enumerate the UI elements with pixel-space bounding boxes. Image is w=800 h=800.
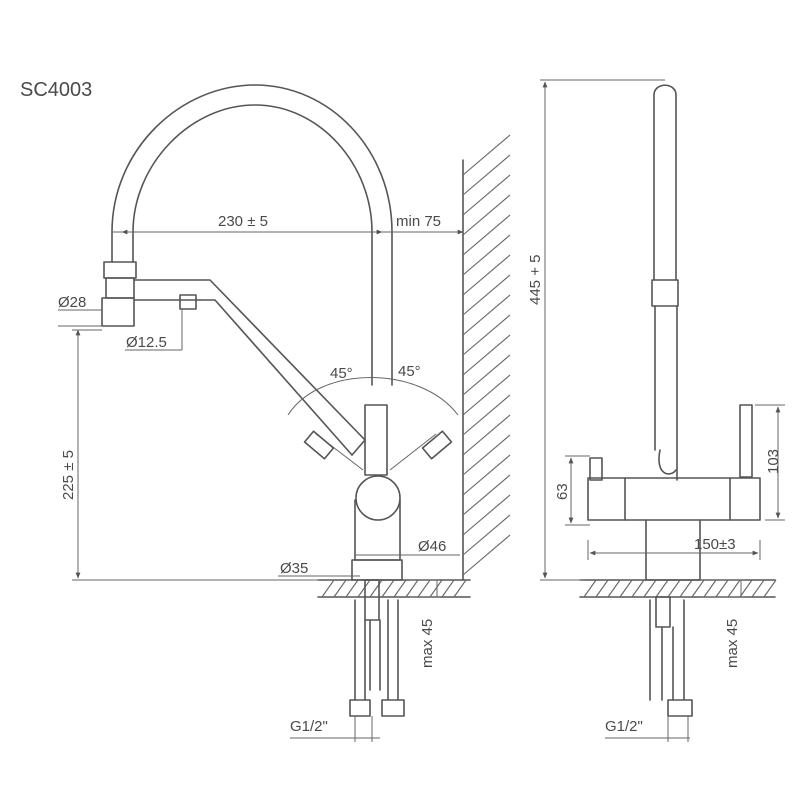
hatch-line	[462, 494, 511, 536]
dim-connection-side: G1/2"	[290, 716, 380, 742]
connection-side-label: G1/2"	[290, 718, 328, 735]
supply-hoses	[349, 579, 405, 717]
hatch-line	[655, 579, 669, 598]
hatch-line	[763, 579, 777, 598]
left-handle	[589, 457, 603, 481]
dim-connection-front: G1/2"	[605, 716, 690, 742]
dim-base-diameter: Ø35	[278, 560, 360, 577]
dim-outlet-diameter: Ø28	[58, 294, 102, 327]
connection-front-label: G1/2"	[605, 718, 643, 735]
total-height-label: 445 + 5	[527, 255, 544, 305]
hatch-line	[462, 234, 511, 276]
swivel-right-label: 45°	[398, 363, 421, 380]
outlet-diameter-label: Ø28	[58, 294, 86, 311]
hatch-line	[631, 579, 645, 598]
body-width-label: 150±3	[694, 536, 736, 553]
hatch-line	[462, 354, 511, 396]
hatch-line	[462, 134, 511, 176]
hatch-line	[462, 434, 511, 476]
hatch-line	[462, 534, 511, 576]
dim-handle-height: 103	[755, 404, 785, 521]
hatch-line	[393, 579, 407, 598]
dim-max-thickness-front: max 45	[700, 579, 745, 668]
reach-label: 230 ± 5	[218, 213, 268, 230]
faucet-body	[351, 404, 403, 581]
hatch-line	[619, 579, 633, 598]
hatch-line	[715, 579, 729, 598]
dim-total-height: 445 + 5	[527, 79, 665, 581]
hatch-line	[679, 579, 693, 598]
hatch-line	[667, 579, 681, 598]
hatch-line	[381, 579, 395, 598]
hatch-line	[751, 579, 765, 598]
faucet-body-front	[587, 477, 761, 581]
max-thickness-front-label: max 45	[724, 619, 741, 668]
hatch-line	[333, 579, 347, 598]
pull-arm	[199, 279, 366, 456]
hatch-line	[441, 579, 455, 598]
hatch-line	[462, 394, 511, 436]
dim-outlet-height: 225 ± 5	[60, 329, 320, 581]
countertop	[317, 579, 471, 598]
dim-body-diameter: Ø46	[355, 538, 460, 556]
body-height-label: 63	[554, 483, 571, 500]
hatch-line	[417, 579, 431, 598]
side-view: 230 ± 5 min 75 Ø28 Ø12.5 45° 45° 225 ± 5	[58, 84, 511, 742]
dim-max-thickness-side: max 45	[410, 579, 440, 668]
hatch-line	[405, 579, 419, 598]
hatch-line	[369, 579, 383, 598]
base-diameter-label: Ø35	[280, 560, 308, 577]
hatch-line	[462, 254, 511, 296]
hatch-line	[357, 579, 371, 598]
dim-hose-diameter: Ø12.5	[125, 309, 183, 351]
hatch-line	[345, 579, 359, 598]
dim-reach: 230 ± 5 min 75	[121, 213, 464, 235]
hatch-line	[595, 579, 609, 598]
dim-body-height: 63	[554, 455, 590, 526]
swivel-arc	[287, 377, 459, 471]
hatch-line	[462, 314, 511, 356]
hatch-line	[429, 579, 443, 598]
hatch-line	[462, 194, 511, 236]
hatch-line	[643, 579, 657, 598]
hatch-line	[583, 579, 597, 598]
hatch-line	[462, 474, 511, 516]
hatch-line	[462, 274, 511, 316]
right-handle	[739, 404, 753, 478]
hatch-line	[462, 374, 511, 416]
hatch-line	[462, 334, 511, 376]
outlet-height-label: 225 ± 5	[60, 450, 77, 500]
hatch-line	[691, 579, 705, 598]
hatch-line	[462, 454, 511, 496]
max-thickness-side-label: max 45	[419, 619, 436, 668]
dim-body-width: 150±3	[587, 536, 761, 560]
hatch-line	[462, 414, 511, 456]
hatch-line	[462, 214, 511, 256]
swivel-left-label: 45°	[330, 365, 353, 382]
wall-clearance-label: min 75	[396, 213, 441, 230]
handle-height-label: 103	[765, 449, 782, 474]
hatch-line	[739, 579, 753, 598]
hatch-line	[453, 579, 467, 598]
supply-hoses-front	[649, 596, 693, 717]
outlet-head	[101, 261, 201, 327]
front-view: 445 + 5 103 63 150±3 max 45	[527, 79, 785, 742]
countertop-front	[579, 579, 777, 598]
hatch-line	[607, 579, 621, 598]
hatch-line	[703, 579, 717, 598]
hatch-line	[462, 174, 511, 216]
hatch-line	[462, 154, 511, 196]
model-label: SC4003	[20, 79, 92, 101]
hatch-line	[462, 514, 511, 556]
hatch-line	[727, 579, 741, 598]
hatch-line	[321, 579, 335, 598]
hose-diameter-label: Ø12.5	[126, 334, 167, 351]
hatch-line	[462, 294, 511, 336]
wall	[462, 134, 511, 581]
spout-tube-front	[651, 84, 679, 481]
body-diameter-label: Ø46	[418, 538, 446, 555]
